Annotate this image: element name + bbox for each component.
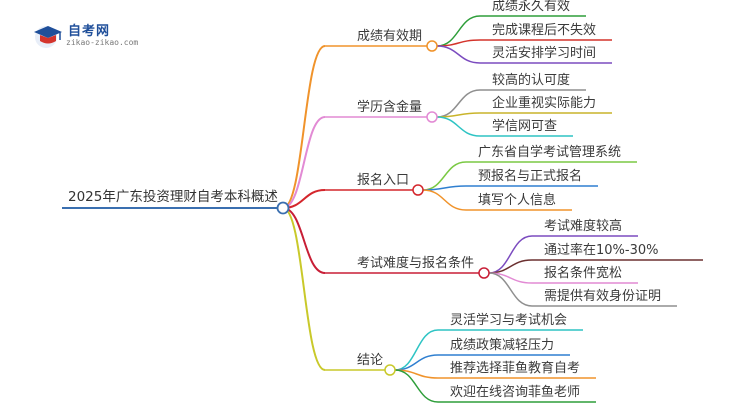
leaf-label: 欢迎在线咨询菲鱼老师 bbox=[450, 385, 581, 400]
leaf-connector bbox=[436, 112, 481, 118]
leaf-label: 考试难度较高 bbox=[544, 219, 623, 234]
leaf-label: 灵活安排学习时间 bbox=[492, 46, 597, 61]
leaf-label: 预报名与正式报名 bbox=[478, 169, 583, 184]
leaf-connector bbox=[394, 329, 439, 371]
branch-node bbox=[426, 111, 438, 123]
leaf-label: 填写个人信息 bbox=[478, 193, 557, 208]
leaf-connector bbox=[436, 15, 481, 47]
leaf-connector bbox=[394, 369, 439, 403]
branch-label: 报名入口 bbox=[357, 173, 410, 188]
branch-node bbox=[384, 364, 396, 376]
branch-connector bbox=[282, 116, 326, 209]
leaf-label: 需提供有效身份证明 bbox=[544, 289, 662, 304]
leaf-label: 完成课程后不失效 bbox=[492, 23, 597, 38]
leaf-label: 企业重视实际能力 bbox=[492, 96, 597, 111]
logo-title: 自考网 bbox=[68, 24, 111, 39]
leaf-label: 成绩永久有效 bbox=[492, 0, 571, 14]
branch-label: 成绩有效期 bbox=[357, 29, 423, 44]
leaf-connector bbox=[394, 354, 439, 371]
branch-connector bbox=[282, 207, 326, 274]
branch-label: 学历含金量 bbox=[357, 100, 423, 115]
leaf-connector bbox=[436, 116, 481, 137]
leaf-label: 灵活学习与考试机会 bbox=[450, 313, 568, 328]
leaf-label: 广东省自学考试管理系统 bbox=[478, 145, 622, 160]
root-node bbox=[276, 201, 290, 215]
leaf-connector bbox=[436, 39, 481, 47]
leaf-label: 通过率在10%-30% bbox=[544, 243, 659, 258]
leaf-connector bbox=[488, 235, 533, 274]
leaf-label: 推荐选择菲鱼教育自考 bbox=[450, 361, 581, 376]
leaf-connector bbox=[422, 185, 467, 191]
root-topic-label: 2025年广东投资理财自考本科概述 bbox=[68, 189, 278, 205]
leaf-label: 较高的认可度 bbox=[492, 73, 571, 88]
branch-label: 结论 bbox=[357, 353, 384, 368]
logo: 自考网 zikao-zikao.com bbox=[32, 18, 182, 54]
branch-node bbox=[412, 184, 424, 196]
leaf-label: 成绩政策减轻压力 bbox=[450, 338, 555, 353]
branch-connector bbox=[282, 207, 326, 371]
logo-subtitle: zikao-zikao.com bbox=[66, 38, 139, 47]
graduation-cap-icon bbox=[34, 26, 62, 48]
branch-node bbox=[426, 40, 438, 52]
leaf-connector bbox=[436, 45, 481, 64]
leaf-connector bbox=[422, 189, 467, 211]
branch-connector bbox=[282, 45, 326, 209]
leaf-label: 报名条件宽松 bbox=[544, 266, 623, 281]
leaf-label: 学信网可查 bbox=[492, 119, 558, 134]
branch-label: 考试难度与报名条件 bbox=[357, 256, 475, 271]
leaf-connector bbox=[488, 272, 533, 307]
branch-node bbox=[478, 267, 490, 279]
